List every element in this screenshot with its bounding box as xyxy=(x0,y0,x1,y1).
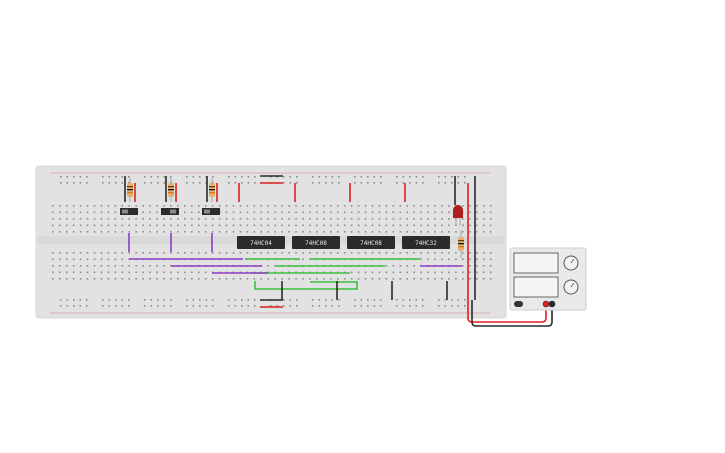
resistor xyxy=(209,178,215,202)
green-wire xyxy=(300,281,358,290)
chip-label: 74HC04 xyxy=(250,240,272,247)
psu-positive-terminal[interactable] xyxy=(542,300,550,308)
psu-black-lead xyxy=(471,300,553,327)
resistor xyxy=(458,230,464,258)
slide-switches xyxy=(120,208,220,215)
psu-power-switch[interactable] xyxy=(514,301,523,307)
slide-switch[interactable] xyxy=(161,208,179,215)
power-jumpers xyxy=(124,175,476,308)
psu-negative-terminal[interactable] xyxy=(548,300,556,308)
led xyxy=(453,205,463,226)
resistor xyxy=(168,178,174,202)
ic-chip: 74HC08 xyxy=(347,236,395,249)
psu-display-voltage xyxy=(513,252,559,274)
ic-chip: 74HC08 xyxy=(292,236,340,249)
slide-switch[interactable] xyxy=(120,208,138,215)
psu-display-current xyxy=(513,276,559,298)
chip-label: 74HC32 xyxy=(415,240,437,247)
resistors xyxy=(127,178,464,258)
led-body xyxy=(453,205,463,218)
chip-label: 74HC08 xyxy=(360,240,382,247)
psu-red-lead xyxy=(467,183,547,323)
psu-leads xyxy=(467,183,553,327)
slide-switch[interactable] xyxy=(202,208,220,215)
ic-chip: 74HC04 xyxy=(237,236,285,249)
resistor xyxy=(127,178,133,202)
green-wire xyxy=(254,281,300,290)
chip-label: 74HC08 xyxy=(305,240,327,247)
ic-chip: 74HC32 xyxy=(402,236,450,249)
power-supply xyxy=(509,247,587,311)
purple-wires xyxy=(128,233,462,274)
ic-chips: 74HC04 74HC08 74HC08 74HC32 xyxy=(237,236,450,249)
